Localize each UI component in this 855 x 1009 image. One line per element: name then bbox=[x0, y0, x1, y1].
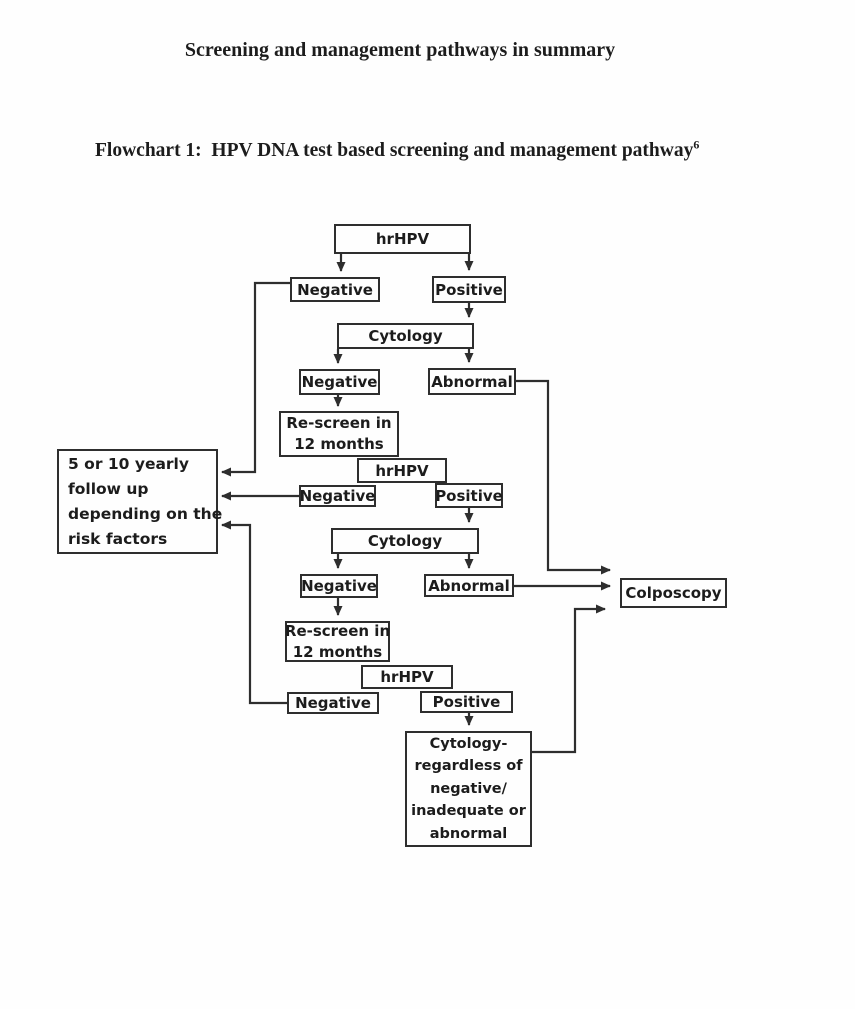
node-cytology-regardless-line5: abnormal bbox=[429, 825, 508, 842]
node-followup: 5 or 10 yearly follow up depending on th… bbox=[57, 449, 222, 554]
node-cytology-regardless: Cytology- regardless of negative/ inadeq… bbox=[405, 731, 532, 847]
node-followup-line1: 5 or 10 yearly bbox=[68, 454, 189, 473]
edge-abnormal1-colposcopy bbox=[516, 379, 611, 575]
node-colposcopy: Colposcopy bbox=[620, 578, 727, 608]
node-positive-3: Positive bbox=[420, 691, 513, 713]
node-cytology-regardless-line4: inadequate or bbox=[411, 803, 526, 820]
node-negative-1: Negative bbox=[290, 277, 380, 302]
node-cytology-regardless-line2: regardless of bbox=[414, 758, 523, 775]
node-rescreen-1: Re-screen in 12 months bbox=[279, 411, 399, 457]
footnote-marker: 6 bbox=[693, 137, 700, 152]
page-title: Screening and management pathways in sum… bbox=[184, 39, 616, 61]
node-rescreen-2-line2: 12 months bbox=[292, 642, 383, 661]
edge-negative5-followup bbox=[221, 520, 287, 705]
node-cytology-regardless-line1: Cytology- bbox=[429, 735, 508, 752]
node-abnormal-1: Abnormal bbox=[428, 368, 516, 395]
node-negative-4: Negative bbox=[300, 574, 378, 598]
node-hrhpv-3: hrHPV bbox=[361, 665, 453, 689]
node-rescreen-2-line1: Re-screen in bbox=[284, 621, 391, 640]
flowchart-heading: Flowchart 1: HPV DNA test based screenin… bbox=[95, 137, 700, 162]
node-negative-2: Negative bbox=[299, 369, 380, 395]
node-negative-5: Negative bbox=[287, 692, 379, 714]
node-hrhpv-1: hrHPV bbox=[334, 224, 471, 254]
node-cytology-1: Cytology bbox=[337, 323, 474, 349]
node-positive-1: Positive bbox=[432, 276, 506, 303]
node-abnormal-2: Abnormal bbox=[424, 574, 514, 597]
node-cytology-regardless-line3: negative/ bbox=[430, 780, 507, 797]
node-cytology-2: Cytology bbox=[331, 528, 479, 554]
node-followup-line4: risk factors bbox=[68, 529, 168, 548]
node-hrhpv-2: hrHPV bbox=[357, 458, 447, 483]
edge-negative1-followup bbox=[221, 281, 290, 477]
node-rescreen-2: Re-screen in 12 months bbox=[285, 621, 390, 662]
flowchart-heading-text: Flowchart 1: HPV DNA test based screenin… bbox=[95, 140, 694, 161]
edge-cytologyregardless-colposcopy bbox=[532, 604, 606, 754]
node-rescreen-1-line2: 12 months bbox=[294, 435, 384, 453]
node-followup-line2: follow up bbox=[68, 479, 149, 498]
node-negative-3: Negative bbox=[299, 485, 376, 507]
node-rescreen-1-line1: Re-screen in bbox=[286, 414, 392, 432]
node-positive-2: Positive bbox=[435, 483, 503, 508]
node-followup-line3: depending on the bbox=[68, 504, 223, 523]
